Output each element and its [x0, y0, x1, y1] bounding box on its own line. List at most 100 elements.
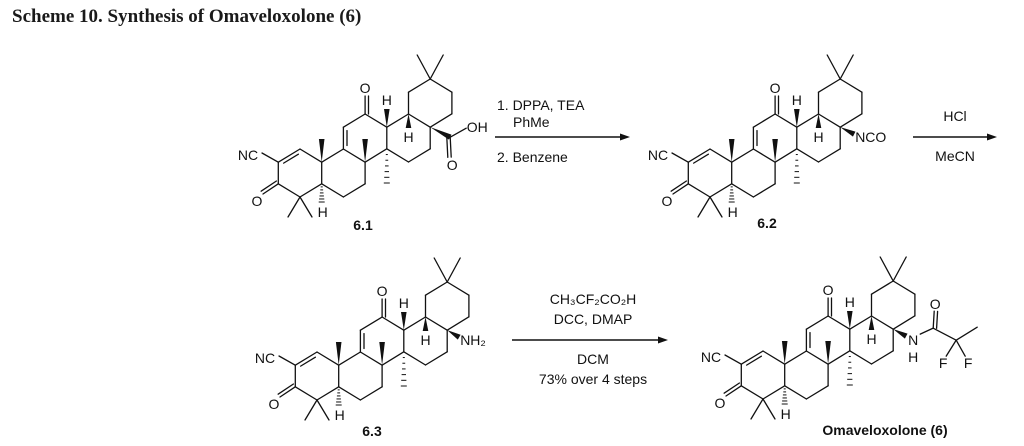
bond	[299, 183, 323, 198]
bond	[407, 78, 431, 93]
wedge-bond	[335, 342, 342, 366]
double-bond	[672, 183, 689, 195]
methyl-bond	[287, 196, 301, 218]
double-bond-inner	[692, 153, 710, 164]
h18-label: H	[813, 129, 823, 145]
ketone-oxygen-label: O	[823, 282, 834, 298]
methyl-bond	[892, 256, 907, 282]
bond	[277, 183, 301, 198]
bond	[321, 148, 345, 163]
double-bond-inner	[299, 356, 317, 367]
bond	[762, 385, 786, 400]
amide-oxygen-label: O	[930, 296, 941, 312]
bond	[740, 385, 764, 400]
nitrile-bond	[724, 354, 742, 365]
nitrile-label: NC	[648, 147, 668, 163]
bond	[424, 316, 448, 331]
nitrile-bond	[278, 355, 296, 366]
h18-label: H	[420, 332, 430, 348]
bond	[299, 148, 323, 163]
bond	[403, 351, 427, 366]
bond	[359, 316, 383, 331]
double-bond	[932, 310, 935, 329]
methyl-bond	[839, 54, 854, 80]
nitrile-label: NC	[238, 147, 258, 163]
condition-label: MeCN	[935, 148, 975, 164]
h13-label: H	[382, 92, 392, 108]
double-bond	[725, 385, 742, 397]
double-bond	[277, 148, 301, 163]
double-bond	[687, 148, 711, 163]
nitrile-bond	[261, 152, 279, 163]
hashed-bond	[400, 357, 407, 387]
amide-h-label: H	[908, 349, 918, 365]
bond	[817, 78, 841, 93]
bond	[342, 148, 366, 163]
h5-label: H	[335, 407, 345, 423]
carbonyl-oxygen-label: O	[447, 157, 458, 173]
bond	[805, 385, 829, 400]
methyl-bond	[709, 196, 723, 218]
hashed-bond	[335, 389, 342, 406]
wedge-bond	[847, 311, 853, 330]
enone-oxygen-label: O	[715, 395, 726, 411]
wedge-bond	[362, 139, 368, 163]
methyl-bond	[879, 256, 894, 282]
hashed-bond	[781, 388, 788, 405]
bond	[446, 281, 470, 296]
h5-label: H	[318, 204, 328, 220]
enone-oxygen-label: O	[269, 396, 280, 412]
double-bond	[262, 183, 279, 195]
wedge-bond	[893, 329, 908, 339]
wedge-bond	[772, 139, 778, 163]
double-bond-inner	[282, 153, 300, 164]
bond	[849, 350, 873, 365]
methyl-bond	[299, 196, 313, 218]
wedge-bond	[728, 139, 735, 163]
amide-nitrogen-label: N	[908, 332, 918, 348]
compound-label: 6.2	[757, 215, 777, 231]
fluorine-label: F	[964, 355, 973, 371]
nitrile-bond	[671, 152, 689, 163]
bond	[945, 339, 957, 357]
arrow-head	[620, 133, 630, 141]
bond	[731, 148, 755, 163]
compound-label: Omaveloxolone (6)	[822, 422, 947, 438]
bond	[386, 148, 410, 163]
bond	[429, 113, 453, 128]
hydroxyl-label: OH	[467, 119, 488, 135]
bond	[870, 315, 894, 330]
h5-label: H	[781, 406, 791, 422]
arrow-head	[658, 336, 668, 344]
bond	[784, 350, 808, 365]
bond	[364, 148, 388, 163]
methyl-bond	[429, 54, 444, 80]
double-bond-inner	[446, 136, 449, 158]
bond	[919, 327, 934, 335]
condition-label: 73% over 4 steps	[539, 371, 647, 387]
bond	[424, 351, 448, 366]
methyl-bond	[826, 54, 841, 80]
bond	[709, 148, 733, 163]
bond	[752, 183, 776, 198]
bond	[446, 316, 470, 331]
double-bond	[740, 350, 764, 365]
condition-label: 2. Benzene	[497, 149, 568, 165]
bond	[827, 315, 851, 330]
bond	[774, 148, 798, 163]
wedge-bond	[825, 341, 831, 365]
bond	[338, 351, 362, 366]
hashed-bond	[846, 356, 853, 386]
enone-oxygen-label: O	[662, 193, 673, 209]
methyl-bond	[304, 399, 318, 421]
bond	[762, 350, 786, 365]
wedge-bond	[815, 114, 822, 128]
bond	[709, 183, 733, 198]
wedge-bond	[405, 114, 412, 128]
bond	[381, 351, 405, 366]
hashed-bond	[383, 154, 390, 184]
